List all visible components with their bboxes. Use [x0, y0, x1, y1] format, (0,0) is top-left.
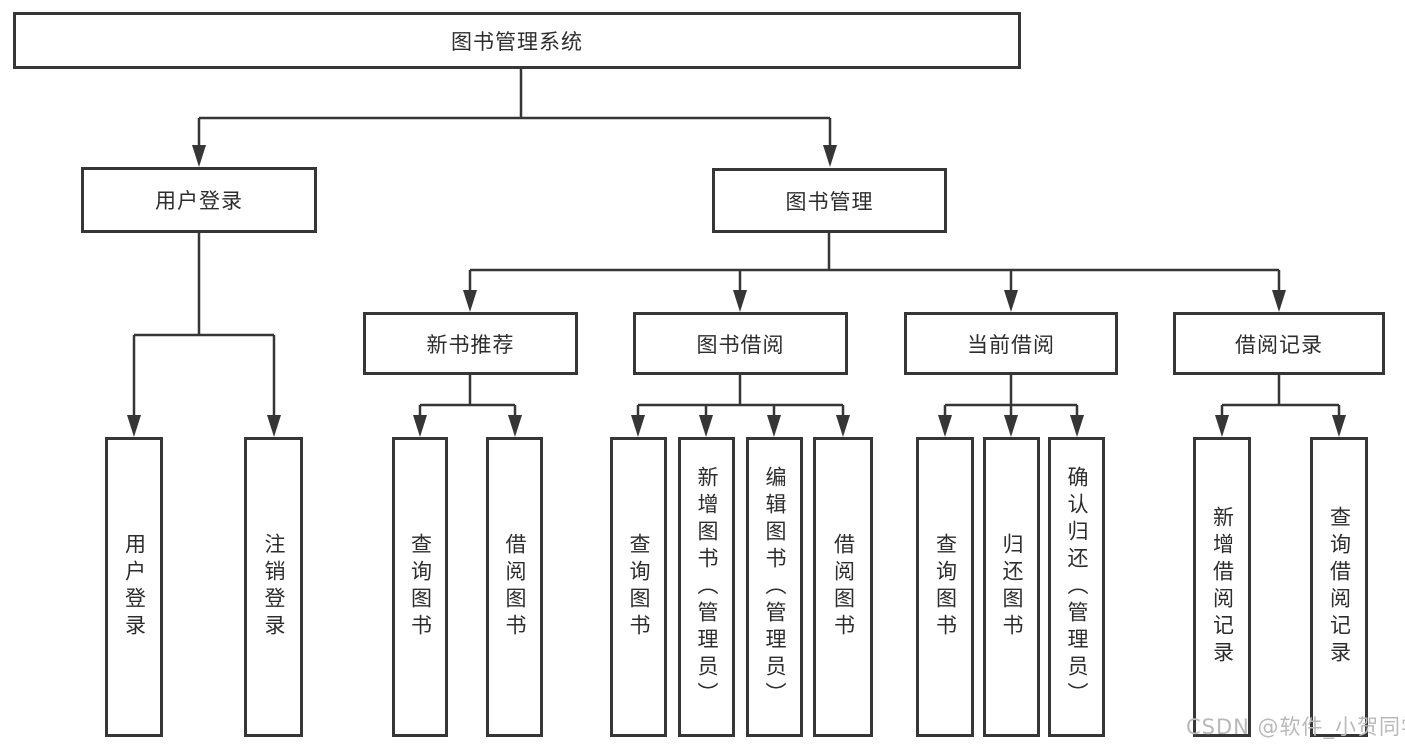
leaf-query-books-3: 查询图书: [916, 437, 974, 737]
watermark: CSDN @软件_小贺同学: [1186, 715, 1405, 739]
node-new-book-recommendation: 新书推荐: [363, 312, 578, 375]
leaf-add-borrow-record: 新增借阅记录: [1193, 437, 1251, 737]
leaf-user-login: 用户登录: [105, 437, 163, 737]
leaf-edit-book-admin: 编辑图书（管理员）: [746, 437, 803, 737]
node-borrowing-records: 借阅记录: [1173, 312, 1385, 375]
leaf-logout: 注销登录: [244, 437, 303, 737]
node-user-login: 用户登录: [81, 167, 317, 233]
leaf-query-books-2: 查询图书: [610, 437, 667, 737]
leaf-borrow-books-2: 借阅图书: [813, 437, 873, 737]
arrowheads: [127, 145, 1346, 437]
leaf-query-borrow-record: 查询借阅记录: [1310, 437, 1368, 737]
leaf-borrow-books: 借阅图书: [486, 437, 543, 737]
node-current-borrowing: 当前借阅: [904, 312, 1118, 375]
leaf-return-book: 归还图书: [983, 437, 1040, 737]
node-book-management: 图书管理: [712, 168, 947, 233]
leaf-confirm-return-admin: 确认归还（管理员）: [1048, 437, 1105, 737]
node-book-borrowing: 图书借阅: [633, 312, 848, 375]
leaf-add-book-admin: 新增图书（管理员）: [678, 437, 735, 737]
node-root-system: 图书管理系统: [13, 12, 1021, 69]
leaf-query-books: 查询图书: [392, 437, 448, 737]
